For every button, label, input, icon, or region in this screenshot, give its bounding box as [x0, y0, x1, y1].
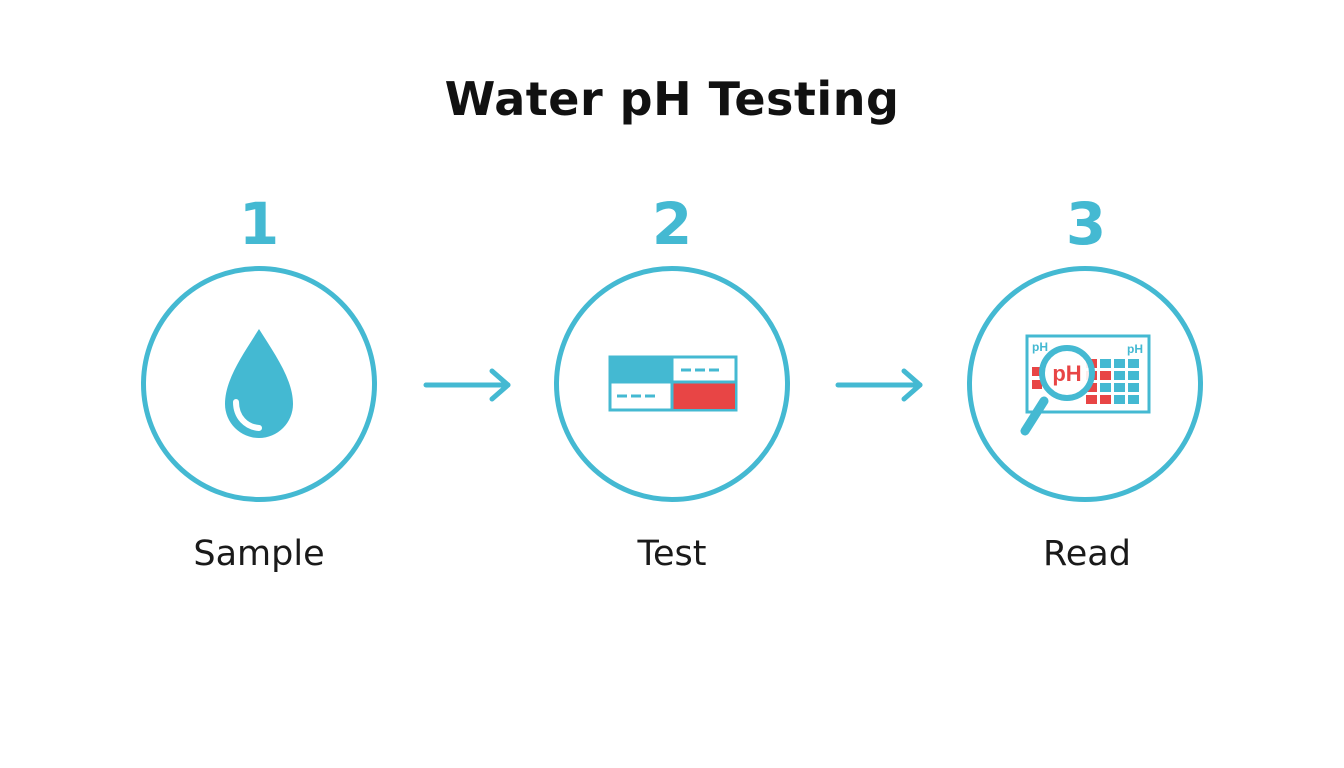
step-1-number: 1: [238, 190, 280, 258]
step-1-label: Sample: [193, 534, 325, 574]
ph-small-left-label: pH: [1032, 340, 1048, 354]
step-2-number: 2: [651, 190, 693, 258]
step-3-number: 3: [1065, 190, 1107, 258]
ph-chart-magnifier-icon: pH pH pH: [1020, 334, 1151, 436]
arrow-right-icon: [423, 368, 511, 402]
step-1-circle: [141, 266, 377, 502]
arrow-right-icon: [835, 368, 923, 402]
step-3-circle: pH pH pH: [967, 266, 1203, 502]
diagram-title: Water pH Testing: [444, 72, 900, 126]
ph-large-label: pH: [1052, 361, 1081, 386]
ph-small-right-label: pH: [1127, 342, 1143, 356]
water-drop-icon: [225, 329, 293, 438]
step-2-circle: [554, 266, 790, 502]
step-2-label: Test: [637, 534, 707, 574]
test-strip-icon: [608, 355, 738, 412]
step-3-label: Read: [1043, 534, 1131, 574]
